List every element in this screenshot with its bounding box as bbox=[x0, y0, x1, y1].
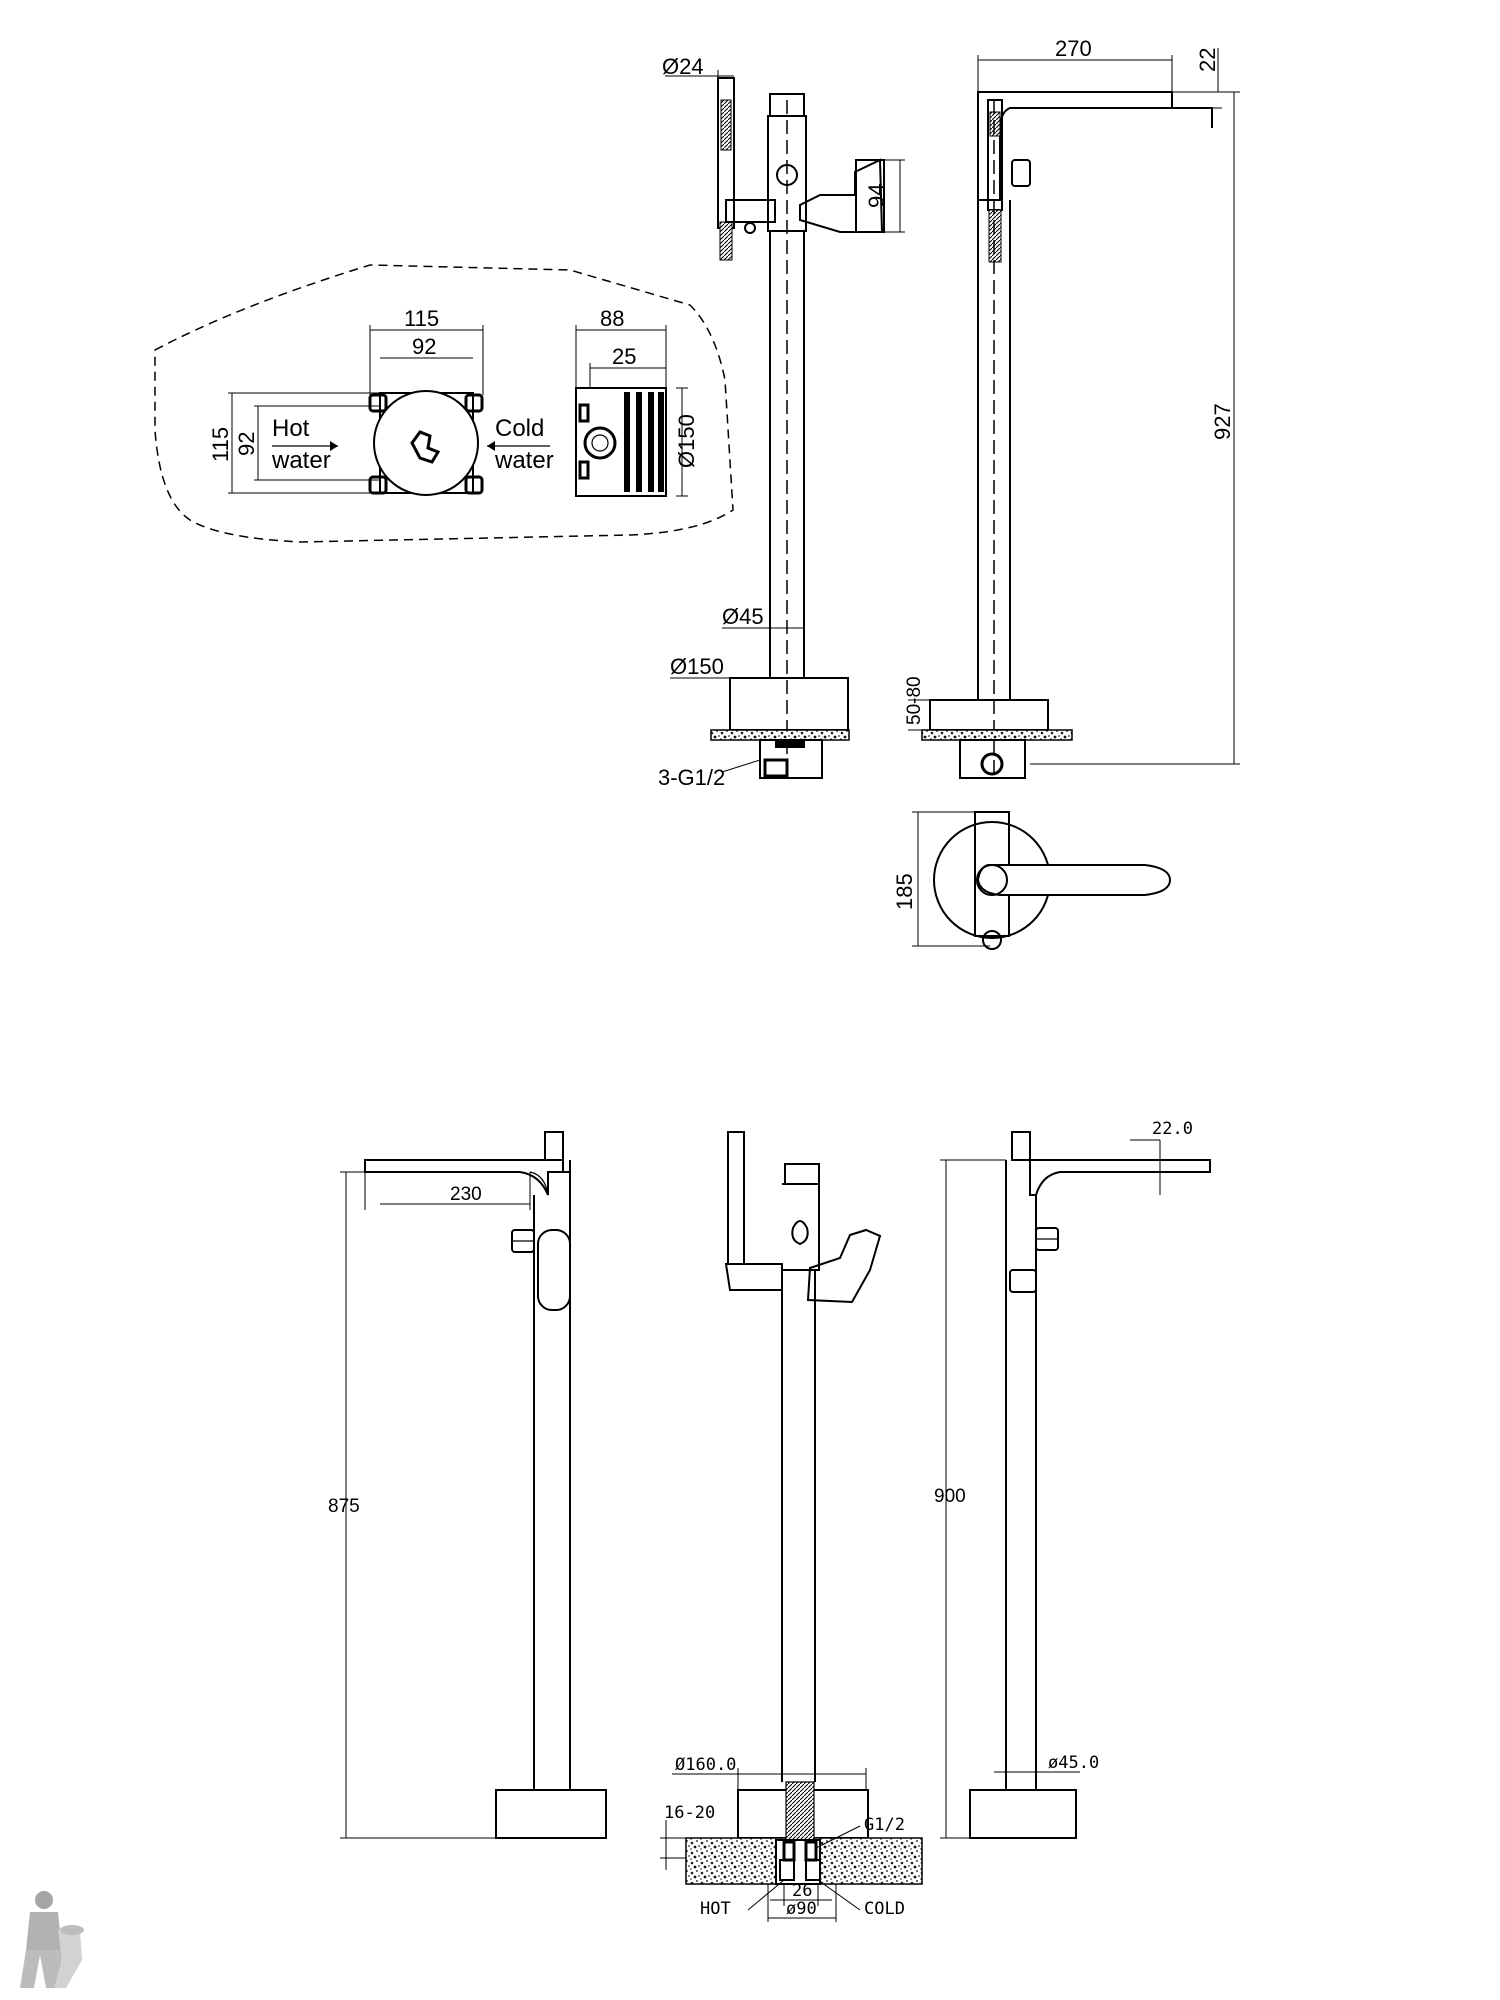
label-115-left: 115 bbox=[208, 427, 233, 462]
top-side-view: Ø24 94 Ø45 Ø150 3-G1/2 bbox=[658, 54, 905, 790]
label-3g12: 3-G1/2 bbox=[658, 765, 725, 790]
label-88: 88 bbox=[600, 306, 624, 331]
label-230: 230 bbox=[450, 1184, 482, 1205]
label-94: 94 bbox=[864, 184, 889, 208]
label-d150-valve: Ø150 bbox=[674, 414, 699, 468]
top-plan-view: 185 bbox=[892, 811, 1172, 950]
label-d24: Ø24 bbox=[662, 54, 704, 79]
label-25: 25 bbox=[612, 344, 636, 369]
spout bbox=[977, 91, 1173, 201]
label-92-top: 92 bbox=[412, 334, 436, 359]
base bbox=[729, 677, 849, 731]
label-16-20: 16-20 bbox=[664, 1803, 715, 1823]
bottom-right-view: 22.0 900 ø45.0 bbox=[934, 1119, 1211, 1839]
column-cap-middle bbox=[784, 1163, 820, 1185]
bottom-middle-view: Ø160.0 16-20 G1/2 26 ø90 HOT COLD bbox=[660, 1131, 923, 1922]
label-185: 185 bbox=[892, 873, 917, 910]
label-d45-0: ø45.0 bbox=[1048, 1753, 1099, 1773]
hand-shower-middle bbox=[727, 1131, 745, 1265]
valve-body bbox=[373, 390, 479, 496]
label-22-0: 22.0 bbox=[1152, 1119, 1193, 1139]
column-cap-left bbox=[544, 1131, 564, 1161]
diverter-knob-middle bbox=[791, 1220, 809, 1246]
spout-right bbox=[1012, 1159, 1211, 1196]
label-cold: COLD bbox=[864, 1899, 905, 1919]
hot-label-2: water bbox=[271, 447, 331, 474]
valve-side bbox=[575, 387, 667, 497]
floor bbox=[710, 729, 850, 741]
label-875: 875 bbox=[328, 1496, 360, 1517]
label-927: 927 bbox=[1210, 403, 1235, 440]
label-d90: ø90 bbox=[786, 1899, 817, 1919]
column-cap-right bbox=[1011, 1131, 1031, 1161]
label-d160: Ø160.0 bbox=[675, 1755, 736, 1775]
label-g12: G1/2 bbox=[864, 1815, 905, 1835]
label-d45: Ø45 bbox=[722, 604, 764, 629]
base-left bbox=[495, 1789, 607, 1839]
shower-holder bbox=[725, 199, 776, 223]
base-front bbox=[929, 699, 1049, 731]
valve-box-detail: 115 92 115 92 Hot water Cold water bbox=[154, 264, 734, 543]
callout-outline bbox=[154, 264, 734, 543]
label-26: 26 bbox=[792, 1881, 812, 1901]
top-front-view: 270 22 927 50-80 bbox=[904, 36, 1240, 780]
label-50-80: 50-80 bbox=[904, 676, 925, 725]
label-22: 22 bbox=[1195, 48, 1220, 72]
lever-middle bbox=[806, 1228, 882, 1304]
lever-left bbox=[537, 1229, 571, 1311]
hot-label-1: Hot bbox=[272, 415, 310, 442]
label-115-top: 115 bbox=[404, 306, 439, 331]
label-92-left: 92 bbox=[234, 432, 259, 456]
plumber-logo-icon bbox=[20, 1891, 84, 1988]
diverter-knob-front bbox=[1011, 159, 1031, 187]
label-d150: Ø150 bbox=[670, 654, 724, 679]
plan-spout bbox=[976, 864, 1172, 896]
label-900: 900 bbox=[934, 1486, 966, 1507]
hose-connector bbox=[719, 221, 733, 261]
label-hot: HOT bbox=[700, 1899, 731, 1919]
bottom-left-view: 230 875 bbox=[328, 1131, 607, 1839]
base-right bbox=[969, 1789, 1077, 1839]
cold-label-2: water bbox=[494, 447, 554, 474]
label-270: 270 bbox=[1055, 36, 1092, 61]
valve-core-icon bbox=[410, 430, 441, 464]
floor-valve-front bbox=[959, 739, 1026, 779]
cold-label-1: Cold bbox=[495, 415, 544, 442]
floor-front bbox=[921, 729, 1073, 741]
